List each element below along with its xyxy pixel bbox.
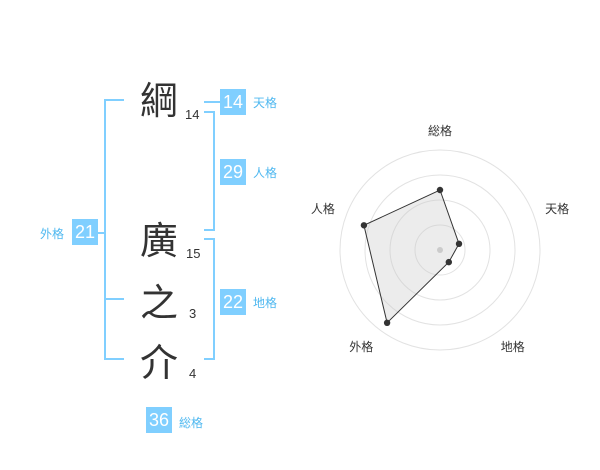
radar-area: [363, 189, 460, 324]
stroke-count-4: 4: [189, 366, 197, 381]
chikaku-bracket-top: [204, 238, 215, 240]
gaikaku-bracket-mid: [104, 298, 124, 300]
name-char-1: 綱: [139, 79, 178, 123]
soukaku-label: 総格: [179, 416, 204, 430]
gaikaku-bracket-stub: [96, 232, 106, 234]
radar-rings: [339, 149, 541, 351]
name-char-2: 廣: [139, 219, 178, 263]
stroke-count-3: 3: [189, 306, 197, 321]
radar-axis-label-2: 天格: [545, 201, 569, 216]
radar-center-dot: [437, 247, 443, 253]
jinkaku-bracket-top: [204, 111, 215, 113]
radar-point-1: [436, 186, 444, 194]
stroke-count-1: 14: [185, 107, 200, 122]
radar-points: [360, 186, 463, 327]
gaikaku-bracket-bottom: [104, 358, 124, 360]
gaikaku-value: 21: [72, 219, 98, 245]
gaikaku-bracket-vertical: [104, 99, 106, 360]
tenkaku-bracket-stub: [204, 101, 220, 103]
chikaku-bracket-bottom: [204, 358, 215, 360]
radar-ring-2: [389, 199, 491, 301]
name-char-3: 之: [139, 281, 178, 325]
radar-point-5: [360, 222, 368, 229]
radar-ring-3: [364, 174, 516, 326]
radar-point-3: [445, 258, 453, 266]
jinkaku-bracket-vertical: [213, 111, 215, 231]
radar-axis-label-5: 人格: [311, 201, 335, 216]
chikaku-label: 地格: [253, 296, 278, 310]
tenkaku-value: 14: [220, 89, 246, 115]
chikaku-bracket-vertical: [213, 238, 215, 360]
radar-axis-label-1: 総格: [428, 123, 452, 138]
jinkaku-value: 29: [220, 159, 246, 185]
tenkaku-label: 天格: [253, 96, 278, 110]
gaikaku-bracket-top: [104, 99, 124, 101]
radar-ring-4: [339, 149, 541, 351]
stroke-count-2: 15: [186, 246, 201, 261]
radar-ring-1: [414, 224, 466, 276]
radar-point-2: [455, 240, 463, 248]
jinkaku-bracket-bottom: [204, 229, 215, 231]
radar-axis-label-4: 外格: [349, 339, 373, 354]
chikaku-value: 22: [220, 289, 246, 315]
name-char-4: 介: [139, 341, 178, 385]
gaikaku-label: 外格: [40, 227, 65, 241]
soukaku-value: 36: [146, 407, 172, 433]
radar-axis-label-3: 地格: [501, 339, 525, 354]
radar-point-4: [383, 319, 391, 327]
jinkaku-label: 人格: [253, 166, 278, 180]
